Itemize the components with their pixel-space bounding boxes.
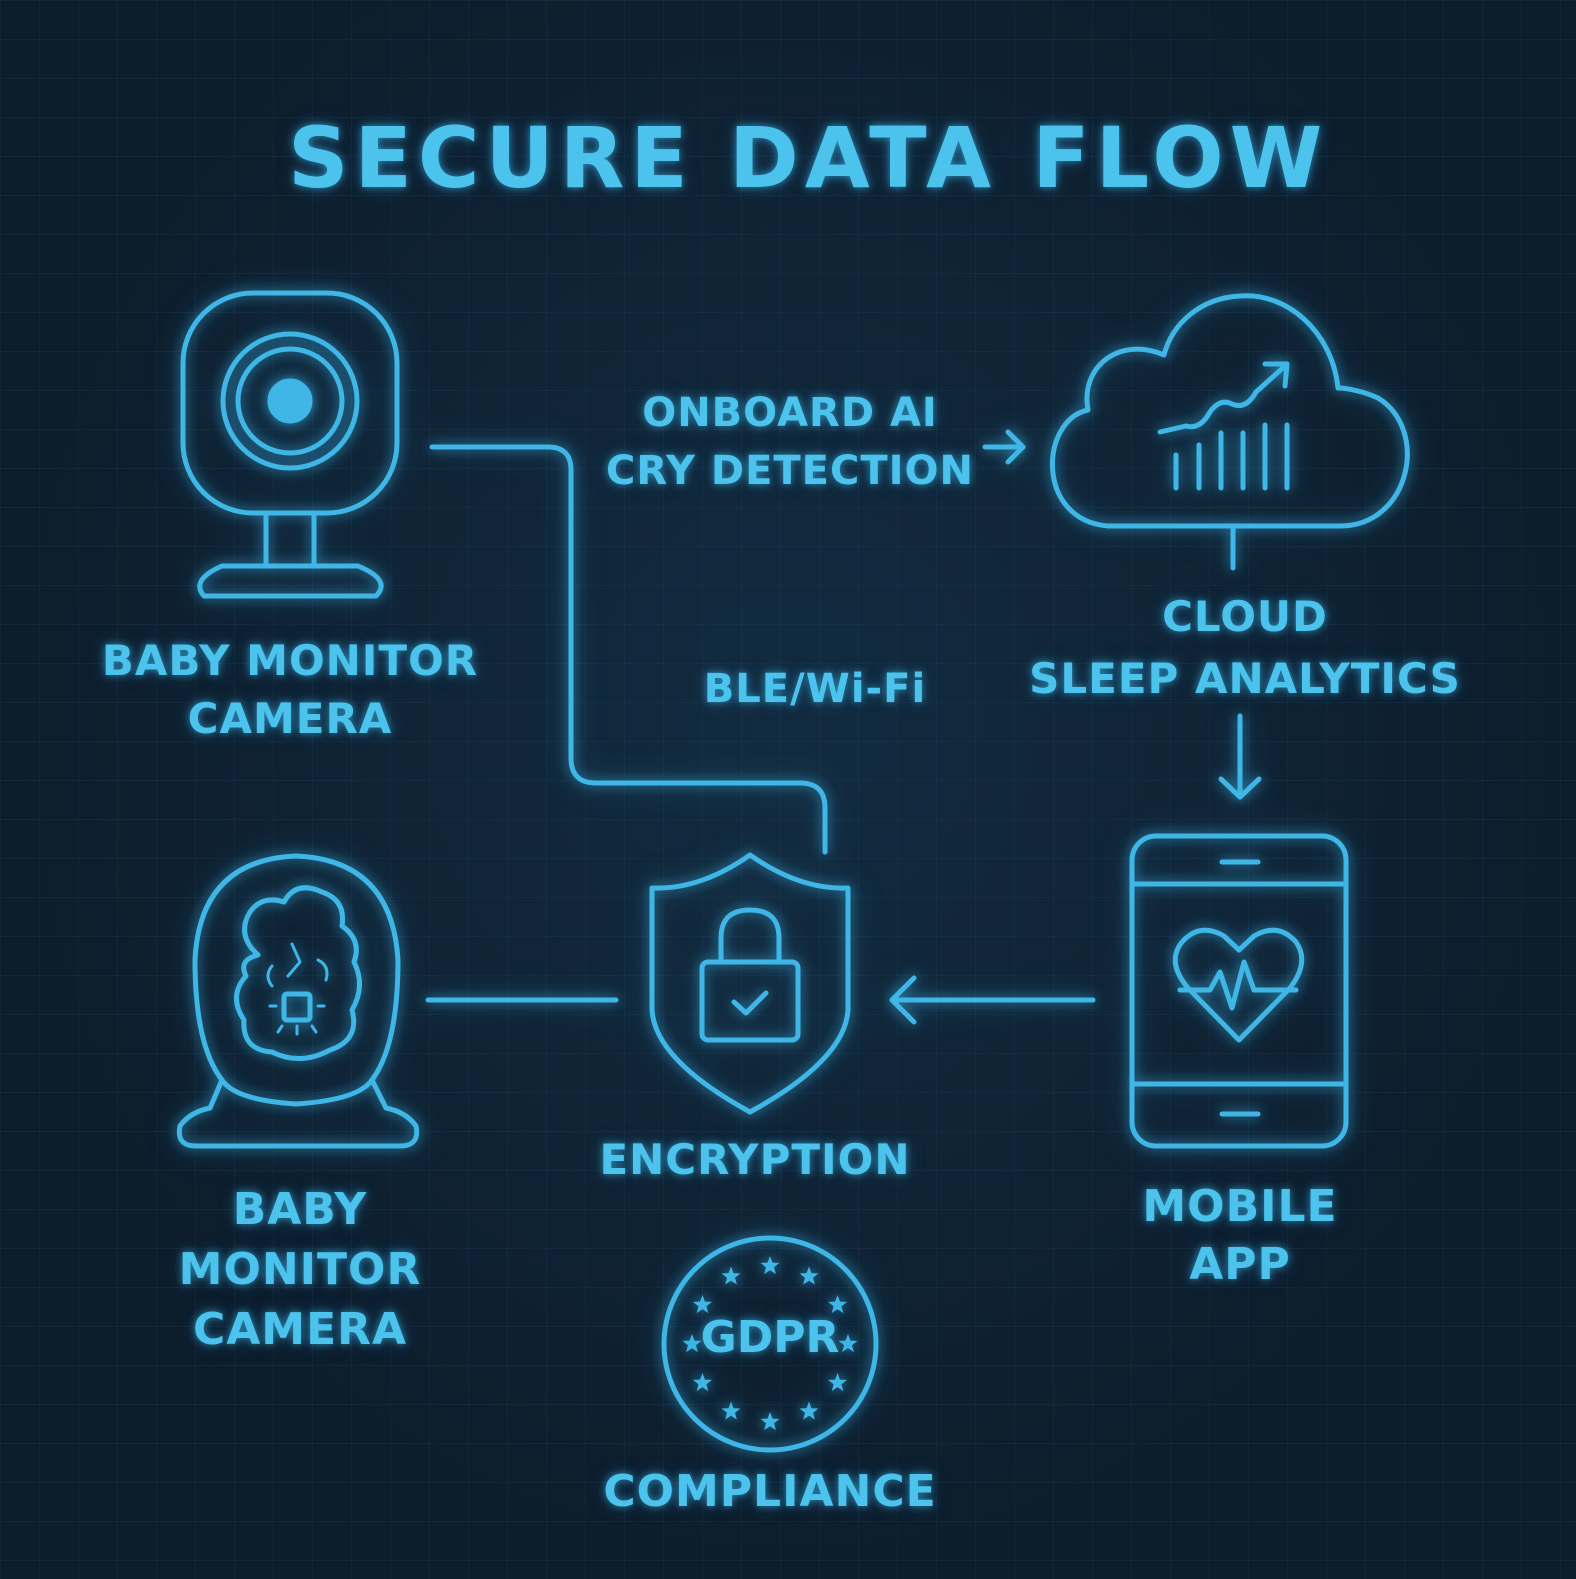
mobile-label-line-2: APP [1189,1239,1291,1290]
gdpr-star [682,1334,702,1353]
camera-bottom-label-line-2: MONITOR [178,1244,422,1295]
cloud-label-line-1: CLOUD [1162,592,1328,641]
cloud-label-line-2: SLEEP ANALYTICS [1029,654,1461,703]
gdpr-star [760,1256,780,1275]
camera-bottom-label-line-3: CAMERA [192,1304,408,1355]
arrow-right-icon [982,429,1026,465]
onboard-ai-label-line-1: ONBOARD AI [642,390,938,436]
shield-lock-icon [649,852,851,1115]
gdpr-star [838,1334,858,1353]
camera-bottom-label-line-1: BABY [232,1184,368,1235]
camera-top-label: BABY MONITOR CAMERA [90,632,490,748]
camera-bottom-label: BABY MONITOR CAMERA [120,1180,480,1360]
cloud-label: CLOUD SLEEP ANALYTICS [1000,586,1490,710]
baby-monitor-icon [176,853,420,1149]
gdpr-star [799,1266,819,1285]
camera-top-label-line-2: CAMERA [187,694,393,743]
arrow-left-icon [889,975,1096,1025]
gdpr-star-ring [682,1256,858,1431]
mobile-label: MOBILE APP [1080,1178,1400,1294]
gdpr-star [799,1401,819,1420]
cloud-analytics-icon [1049,293,1410,571]
gdpr-star [828,1295,848,1314]
gdpr-star [760,1412,780,1431]
webcam-icon [180,290,400,599]
gdpr-stars-icon [661,1235,879,1453]
camera-top-label-line-1: BABY MONITOR [101,636,479,685]
arrow-down-icon [1218,713,1262,800]
gdpr-star [828,1373,848,1392]
gdpr-star [721,1401,741,1420]
gdpr-badge-text: GDPR [700,1312,840,1363]
onboard-ai-label-line-2: CRY DETECTION [606,448,974,494]
connector-camera-encryption [429,444,828,855]
phone-heartbeat-icon [1129,833,1349,1149]
page-title: SECURE DATA FLOW [288,109,1329,207]
encryption-label: ENCRYPTION [599,1135,911,1184]
gdpr-star [692,1295,712,1314]
mobile-label-line-1: MOBILE [1142,1181,1338,1232]
onboard-ai-label: ONBOARD AI CRY DETECTION [590,384,990,500]
ble-wifi-label: BLE/Wi-Fi [703,666,927,712]
gdpr-star [721,1266,741,1285]
compliance-label: COMPLIANCE [603,1466,937,1517]
gdpr-star [692,1373,712,1392]
